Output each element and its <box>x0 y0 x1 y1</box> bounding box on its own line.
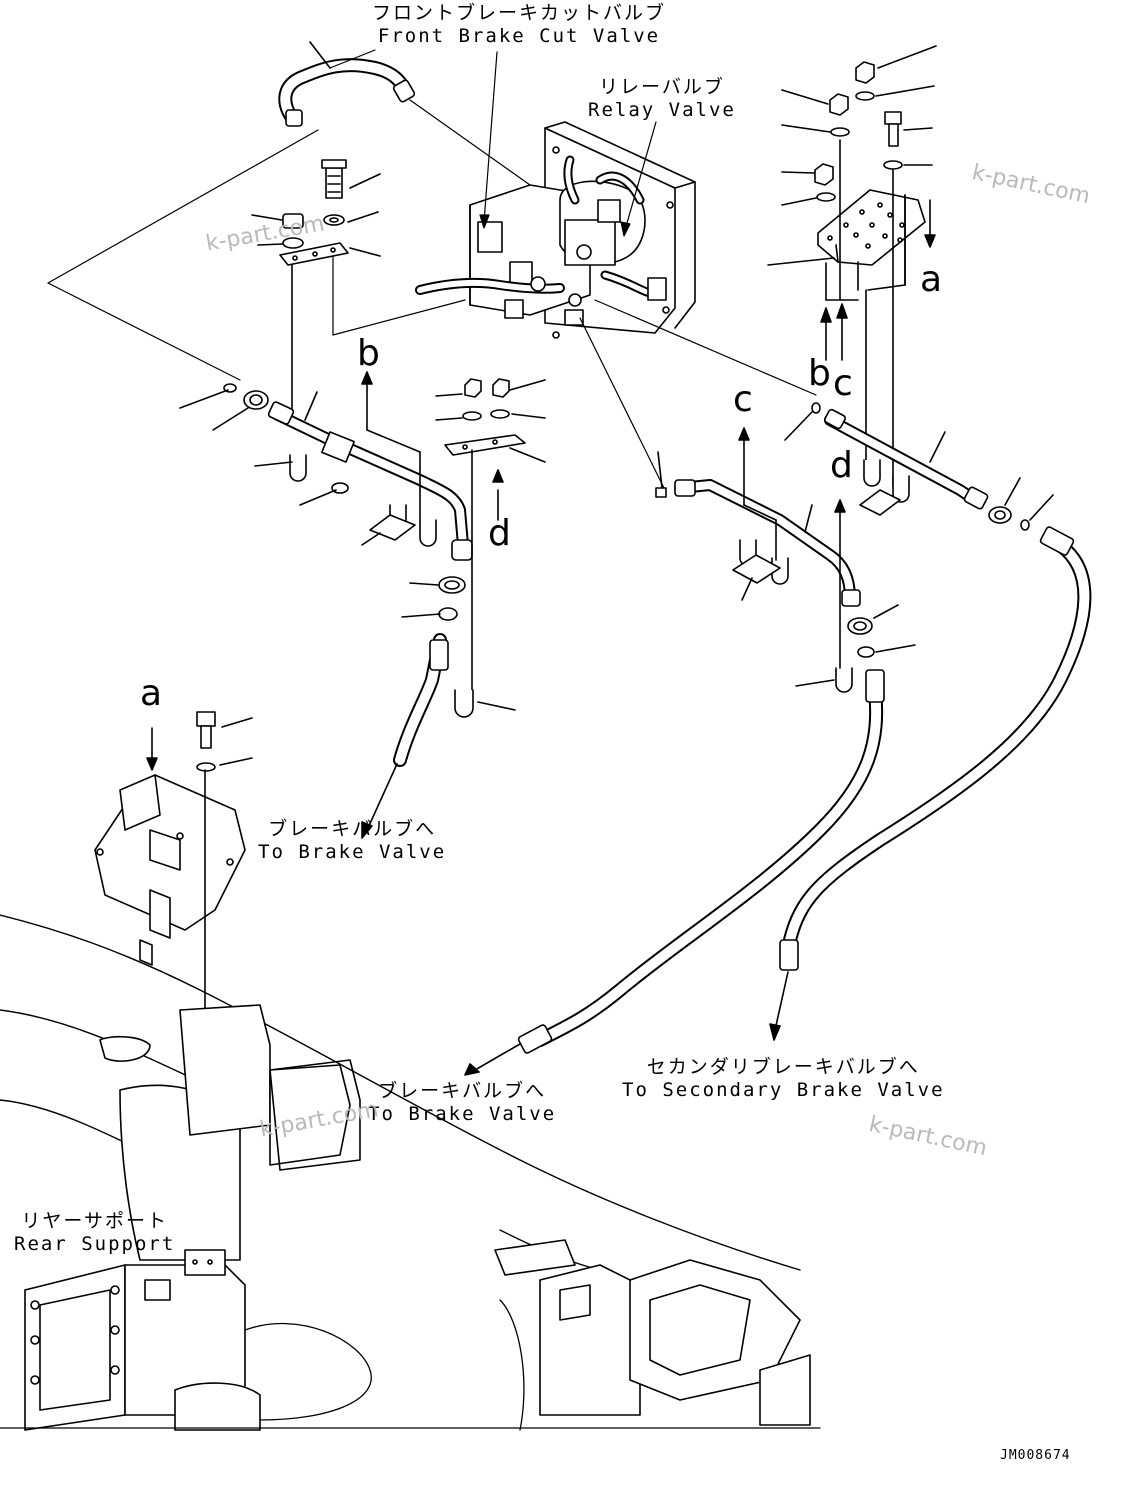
long-hose-brake <box>464 669 885 1076</box>
ref-letter-c-right: c <box>833 363 853 404</box>
label-rear-support: リヤーサポート Rear Support <box>14 1210 175 1256</box>
drawing-code: JM008674 <box>1000 1448 1071 1463</box>
label-to-brake-valve-upper-jp: ブレーキバルブへ <box>268 818 437 840</box>
label-rear-support-jp: リヤーサポート <box>21 1210 168 1232</box>
label-relay-valve-jp: リレーバルブ <box>599 76 725 98</box>
mid-right-pipe <box>655 427 916 693</box>
left-upper-bracket <box>251 159 381 421</box>
label-to-secondary-brake-valve: セカンダリブレーキバルブへ To Secondary Brake Valve <box>622 1056 945 1102</box>
ref-letter-b-right: b <box>808 353 831 394</box>
label-front-brake-cut-valve-jp: フロントブレーキカットバルブ <box>372 2 667 24</box>
label-to-brake-valve-lower: ブレーキバルブへ To Brake Valve <box>368 1080 556 1126</box>
label-to-secondary-brake-valve-en: To Secondary Brake Valve <box>622 1079 945 1101</box>
label-front-brake-cut-valve-en: Front Brake Cut Valve <box>377 25 661 47</box>
ref-letter-a-left: a <box>140 673 163 714</box>
leader-lines-left <box>47 99 531 381</box>
ref-letter-a-right: a <box>920 259 943 300</box>
ref-letter-b-left: b <box>357 333 380 374</box>
arrows-misc <box>329 49 376 69</box>
left-lower-hose <box>361 633 516 839</box>
left-pipe-assembly <box>179 371 473 621</box>
right-upper-plate <box>767 45 937 486</box>
valve-leaders <box>479 51 817 489</box>
label-relay-valve-en: Relay Valve <box>588 99 736 121</box>
right-upper-pipe <box>784 402 1054 531</box>
label-rear-support-en: Rear Support <box>14 1233 176 1255</box>
label-to-brake-valve-upper-en: To Brake Valve <box>258 841 447 863</box>
mid-bracket <box>435 378 546 691</box>
label-to-secondary-brake-valve-jp: セカンダリブレーキバルブへ <box>646 1056 920 1078</box>
ref-letter-d-left: d <box>488 513 511 554</box>
label-to-brake-valve-lower-jp: ブレーキバルブへ <box>378 1080 547 1102</box>
label-to-brake-valve-upper: ブレーキバルブへ To Brake Valve <box>258 818 446 864</box>
ref-letter-d-right: d <box>830 445 853 486</box>
ref-letter-c-mid: c <box>733 379 753 420</box>
top-hose <box>278 41 416 127</box>
mounting-bracket <box>94 711 253 1263</box>
label-front-brake-cut-valve: フロントブレーキカットバルブ Front Brake Cut Valve <box>372 2 666 48</box>
label-relay-valve: リレーバルブ Relay Valve <box>588 76 736 122</box>
label-to-brake-valve-lower-en: To Brake Valve <box>368 1103 557 1125</box>
valve-assembly <box>415 121 696 339</box>
rear-axle-housing <box>0 914 821 1431</box>
long-hose-secondary <box>769 526 1092 1041</box>
